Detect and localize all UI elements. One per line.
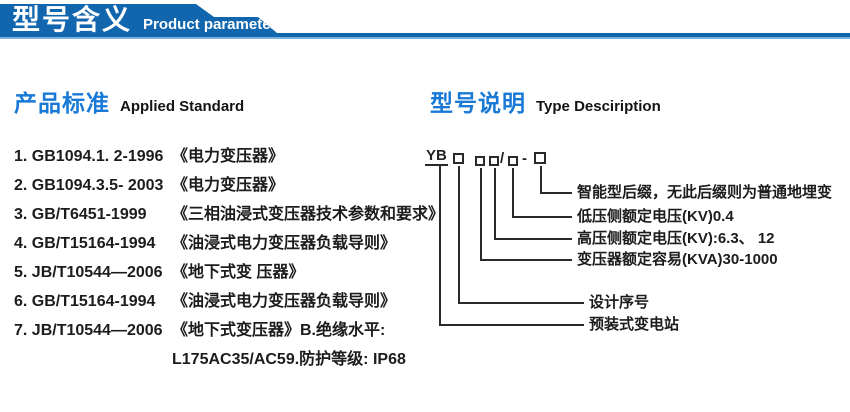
connector-line <box>458 302 584 304</box>
page-subtitle: Product parameters <box>143 16 285 33</box>
separator-dash: - <box>522 150 527 167</box>
applied-standard-heading-cn: 产品标准 <box>14 90 110 116</box>
connector-line <box>512 168 514 218</box>
connector-line <box>480 259 572 261</box>
standard-title: 《三相油浸式变压器技术参数和要求》 <box>172 206 445 223</box>
type-description-heading-en: Type Desciription <box>536 98 661 115</box>
connector-line <box>439 166 441 326</box>
connector-line <box>540 166 542 194</box>
type-description-heading: 型号说明 Type Desciription <box>430 84 661 118</box>
diagram-label-lv-voltage: 低压侧额定电压(KV)0.4 <box>577 208 734 225</box>
connector-line <box>512 216 572 218</box>
standard-title: 《电力变压器》 <box>172 177 285 194</box>
connector-line <box>439 324 584 326</box>
standard-item-7: 7. JB/T10544—2006 《地下式变压器》B.绝缘水平: <box>14 320 434 341</box>
page-title: 型号含义 <box>12 4 133 35</box>
connector-line <box>494 238 572 240</box>
model-prefix: YB <box>425 147 448 166</box>
standard-item-4: 4. GB/T15164-1994 《油浸式电力变压器负载导则》 <box>14 233 434 254</box>
standard-code: 1. GB1094.1. 2-1996 <box>14 148 164 165</box>
connector-line <box>540 192 572 194</box>
separator-slash: / <box>500 150 505 167</box>
standard-code <box>14 349 172 370</box>
standard-code: 3. GB/T6451-1999 <box>14 206 147 223</box>
standard-code: 4. GB/T15164-1994 <box>14 235 156 252</box>
diagram-label-capacity: 变压器额定容易(KVA)30-1000 <box>577 251 778 268</box>
model-code-box-lv <box>508 156 518 166</box>
standard-code: 5. JB/T10544—2006 <box>14 264 163 281</box>
diagram-label-substation: 预装式变电站 <box>589 316 680 333</box>
standard-title: 《油浸式电力变压器负载导则》 <box>172 235 397 252</box>
standard-title: 《油浸式电力变压器负载导则》 <box>172 293 397 310</box>
model-code-box-hv <box>489 156 499 166</box>
standard-item-1: 1. GB1094.1. 2-1996 《电力变压器》 <box>14 146 434 167</box>
model-code-box-suffix <box>534 152 546 164</box>
standard-code: 7. JB/T10544—2006 <box>14 322 163 339</box>
standard-title: 《电力变压器》 <box>172 148 285 165</box>
diagram-label-smart-suffix: 智能型后缀，无此后缀则为普通地埋变 <box>577 184 833 201</box>
standard-title: L175AC35/AC59.防护等级: IP68 <box>172 351 406 368</box>
applied-standard-heading-en: Applied Standard <box>120 98 245 115</box>
standards-list: 1. GB1094.1. 2-1996 《电力变压器》 2. GB1094.3.… <box>14 146 444 378</box>
model-designation-diagram: YB / - 智能型后缀，无此后缀则为普通地埋变 低压侧额定电压(KV)0.4 … <box>425 145 850 360</box>
header-accent-line <box>0 37 850 39</box>
connector-line <box>480 168 482 261</box>
standard-item-6: 6. GB/T15164-1994 《油浸式电力变压器负载导则》 <box>14 291 434 312</box>
standard-item-5: 5. JB/T10544—2006 《地下式变 压器》 <box>14 262 434 283</box>
connector-line <box>494 168 496 240</box>
model-code-box-design <box>453 153 464 164</box>
diagram-label-design-serial: 设计序号 <box>589 294 650 311</box>
type-description-heading-cn: 型号说明 <box>430 90 526 116</box>
standard-item-7-continuation: L175AC35/AC59.防护等级: IP68 <box>14 349 434 370</box>
standard-code: 2. GB1094.3.5- 2003 <box>14 177 164 194</box>
standard-item-3: 3. GB/T6451-1999 《三相油浸式变压器技术参数和要求》 <box>14 204 444 225</box>
standard-item-2: 2. GB1094.3.5- 2003 《电力变压器》 <box>14 175 434 196</box>
standard-title: 《地下式变 压器》 <box>172 264 305 281</box>
diagram-label-hv-voltage: 高压侧额定电压(KV):6.3、 12 <box>577 230 775 247</box>
standard-code: 6. GB/T15164-1994 <box>14 293 156 310</box>
standard-title: 《地下式变压器》B.绝缘水平: <box>172 322 386 339</box>
applied-standard-heading: 产品标准 Applied Standard <box>14 84 244 118</box>
model-code-box-capacity <box>475 156 485 166</box>
connector-line <box>458 166 460 304</box>
